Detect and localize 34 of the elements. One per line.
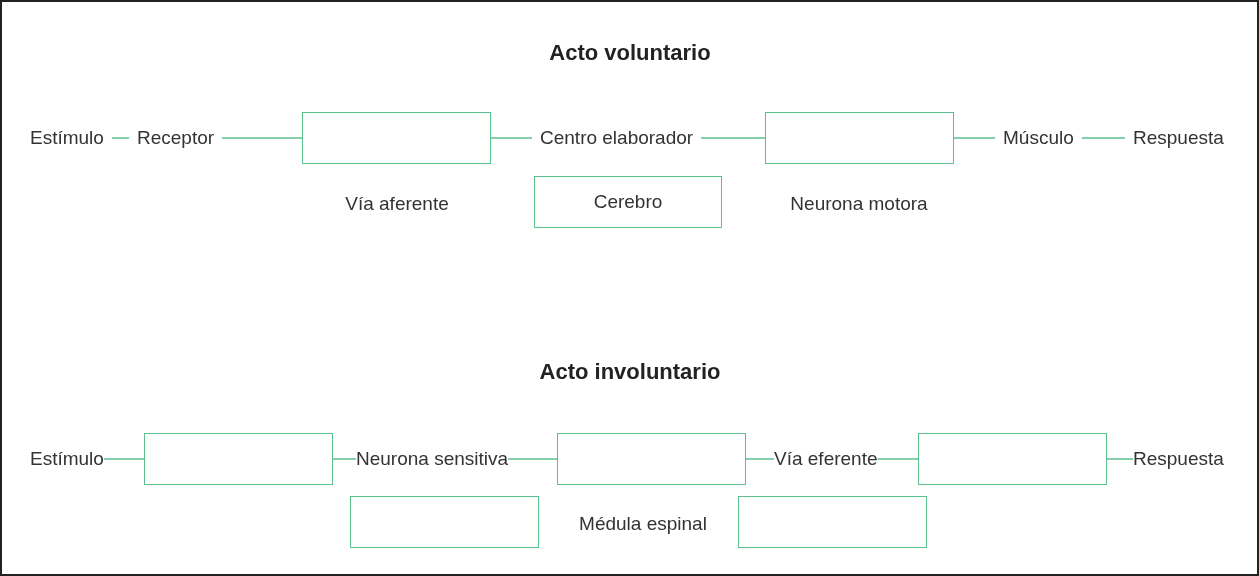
term-text: Vía eferente [774,444,878,474]
empty-box [738,496,927,548]
connector-line [221,137,303,139]
connector-line [745,458,775,460]
connector-line [332,458,357,460]
term-text: Respuesta [1133,444,1224,474]
empty-box [144,433,333,485]
term-text: Estímulo [30,444,104,474]
connector-line [876,458,919,460]
empty-box [557,433,746,485]
connector-line [507,458,558,460]
term-text: Centro elaborador [540,123,694,153]
empty-box [765,112,954,164]
caption-text: Neurona motora [790,192,928,216]
connector-line [700,137,766,139]
connector-line [111,137,130,139]
term-text: Estímulo [30,123,104,153]
empty-box [350,496,539,548]
term-text: Respuesta [1133,123,1224,153]
empty-box [918,433,1107,485]
term-text: Receptor [137,123,215,153]
section-heading: Acto voluntario [549,39,711,67]
term-text: Neurona sensitiva [356,444,509,474]
empty-box [302,112,491,164]
section-heading: Acto involuntario [539,358,721,386]
term-text: Músculo [1003,123,1074,153]
connector-line [1081,137,1126,139]
connector-line [953,137,996,139]
connector-line [490,137,533,139]
caption-text: Vía aferente [345,192,449,216]
labeled-box: Cerebro [534,176,722,228]
connector-line [1106,458,1134,460]
connector-line [103,458,145,460]
caption-text: Médula espinal [579,512,707,536]
